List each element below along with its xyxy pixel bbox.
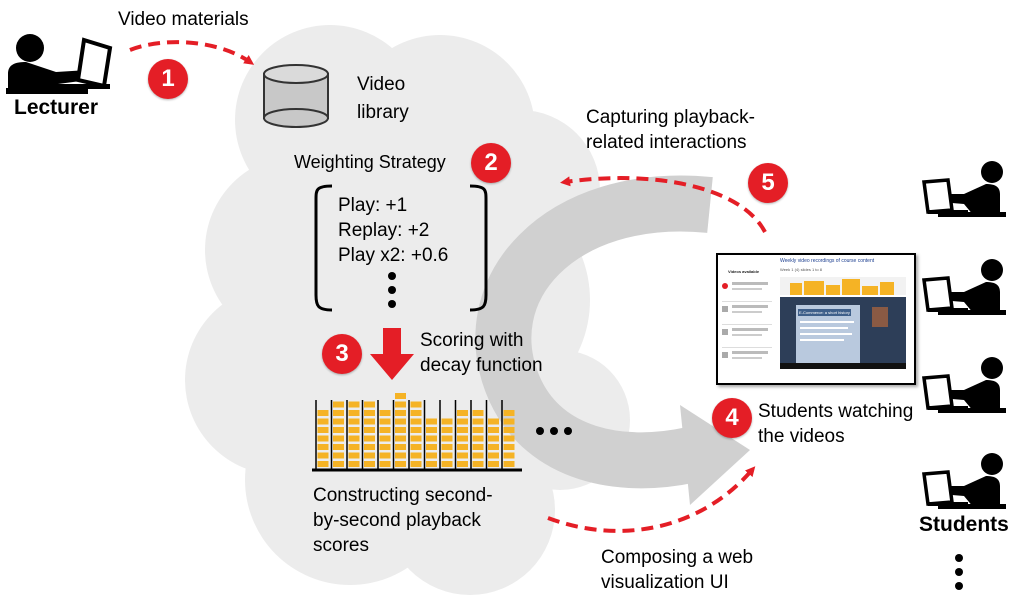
playback-bar-column bbox=[454, 400, 468, 470]
screen-video-list bbox=[722, 279, 772, 379]
step-badge-4: 4 bbox=[712, 398, 752, 438]
step-badge-1: 1 bbox=[148, 59, 188, 99]
weight-replay: Replay: +2 bbox=[338, 220, 430, 241]
screen-slide-title: E-Commerce: a short history bbox=[798, 309, 851, 316]
constructing-label-3: scores bbox=[313, 535, 369, 556]
weighting-strategy-label: Weighting Strategy bbox=[294, 152, 446, 172]
arrow-capturing bbox=[560, 176, 767, 233]
playback-bar-column bbox=[408, 400, 422, 470]
screen-page-title: Weekly video recordings of course conten… bbox=[780, 258, 875, 264]
playback-bar-column bbox=[377, 400, 391, 470]
constructing-label-1: Constructing second- bbox=[313, 485, 493, 506]
playback-score-chart bbox=[312, 393, 522, 472]
students-group bbox=[922, 161, 1006, 509]
database-icon bbox=[263, 64, 329, 128]
student-laptop-icon bbox=[922, 453, 1006, 509]
constructing-label-2: by-second playback bbox=[313, 510, 481, 531]
arrow-composing bbox=[547, 466, 756, 533]
video-library-label-2: library bbox=[357, 102, 409, 123]
capturing-label-2: related interactions bbox=[586, 132, 747, 153]
weight-play-x2: Play x2: +0.6 bbox=[338, 245, 449, 266]
students-ellipsis bbox=[955, 554, 963, 596]
step-badge-2: 2 bbox=[471, 143, 511, 183]
composing-label-1: Composing a web bbox=[601, 547, 754, 568]
cycle-arrow bbox=[475, 175, 750, 505]
playback-bar-column bbox=[330, 400, 344, 470]
playback-bar-column bbox=[470, 400, 484, 470]
playback-bar-column bbox=[392, 393, 406, 470]
web-visualization-screenshot: Videos available Weekly video recordings… bbox=[716, 253, 916, 385]
watching-label-2: the videos bbox=[758, 426, 845, 447]
playback-bar-column bbox=[423, 400, 437, 470]
video-materials-label: Video materials bbox=[118, 9, 249, 30]
lecturer-label: Lecturer bbox=[14, 96, 99, 119]
capturing-label-1: Capturing playback- bbox=[586, 107, 755, 128]
arrow-video-materials bbox=[129, 40, 255, 65]
weights-brace bbox=[314, 184, 488, 312]
screen-subtitle: Week 1 (4) slides 1 to 8 bbox=[780, 267, 822, 272]
scoring-label-2: decay function bbox=[420, 355, 543, 376]
student-laptop-icon bbox=[922, 259, 1006, 315]
weight-play: Play: +1 bbox=[338, 195, 408, 216]
video-library-label-1: Video bbox=[357, 74, 406, 95]
screen-list-title: Videos available bbox=[728, 269, 760, 274]
composing-label-2: visualization UI bbox=[601, 572, 729, 593]
weights-ellipsis bbox=[388, 272, 396, 314]
student-laptop-icon bbox=[922, 357, 1006, 413]
down-arrow-icon bbox=[370, 328, 414, 380]
students-label: Students bbox=[919, 513, 1009, 536]
watching-label-1: Students watching bbox=[758, 401, 914, 422]
lecturer-laptop-icon bbox=[6, 34, 113, 94]
bars-ellipsis bbox=[536, 427, 572, 435]
playback-bar-column bbox=[346, 400, 360, 470]
screen-video-player: E-Commerce: a short history bbox=[780, 297, 906, 369]
playback-bar-column bbox=[361, 400, 375, 470]
playback-bar-column bbox=[485, 400, 499, 470]
playback-bar-column bbox=[315, 400, 329, 470]
screen-playback-bar bbox=[780, 277, 906, 295]
step-badge-5: 5 bbox=[748, 163, 788, 203]
playback-bar-column bbox=[439, 400, 453, 470]
step-badge-3: 3 bbox=[322, 334, 362, 374]
student-laptop-icon bbox=[922, 161, 1006, 217]
scoring-label-1: Scoring with bbox=[420, 330, 524, 351]
playback-bar-column bbox=[501, 400, 515, 470]
